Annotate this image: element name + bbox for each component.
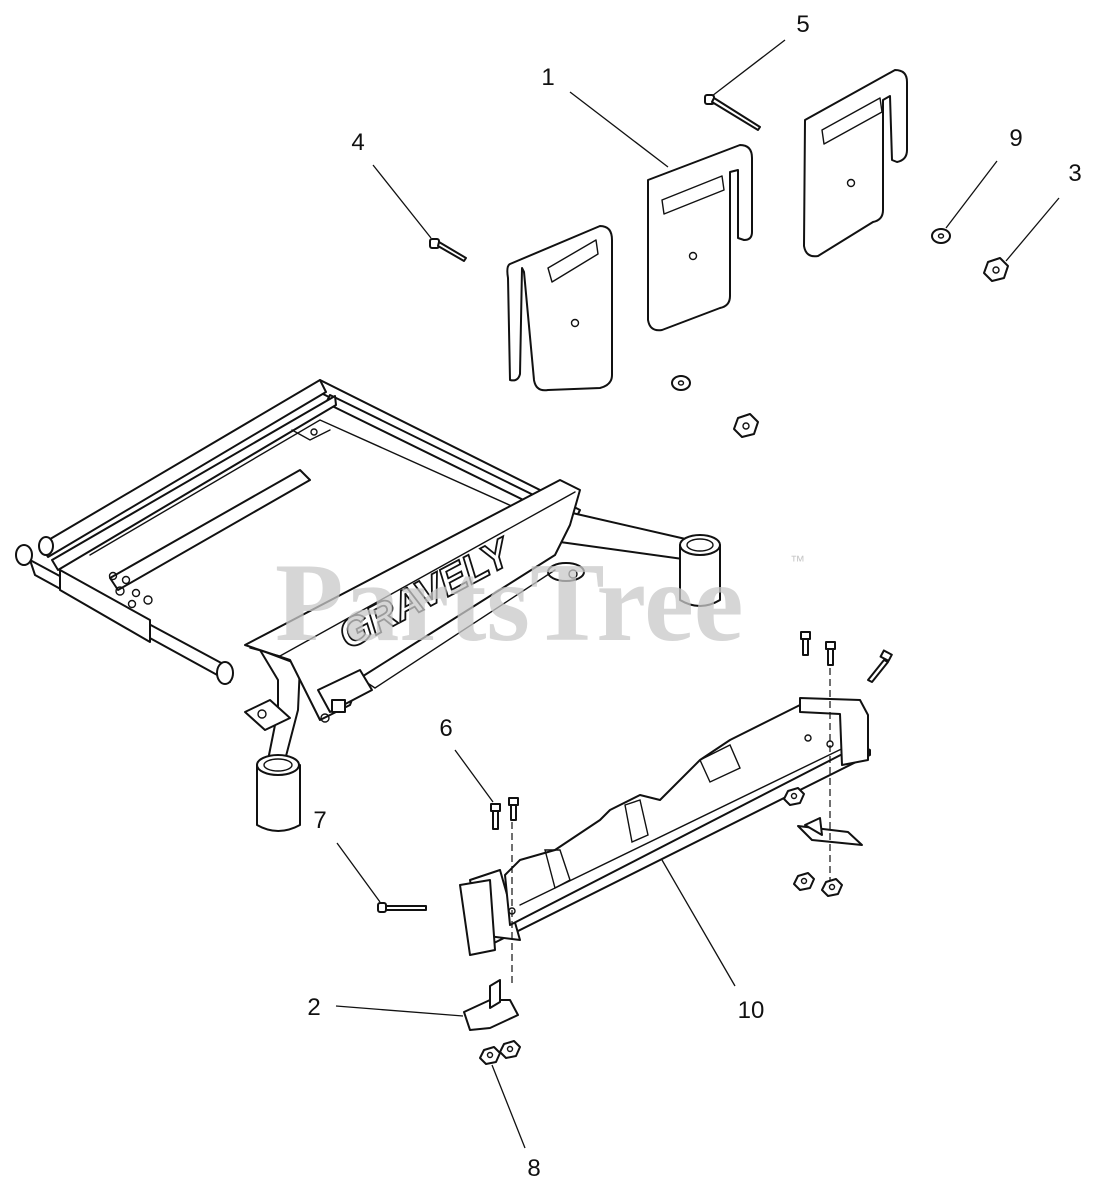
leader-lines [335,39,1060,1149]
deck-hanger-bracket [459,697,871,1031]
callout-5: 5 [796,11,809,38]
lock-nut-3-right [983,257,1009,282]
lock-nut-8-b [499,1040,521,1059]
callout-6: 6 [439,715,452,742]
lock-nut-rear-c [821,878,843,897]
weight-plate-left [506,225,613,392]
lock-nut-rear-a [783,787,805,806]
lock-nut-3-left [733,413,759,438]
hex-bolt-rear-2 [825,641,836,666]
callout-10: 10 [738,997,765,1024]
callout-2: 2 [307,994,320,1021]
carriage-bolt-5 [704,94,761,131]
callout-8: 8 [527,1155,540,1182]
weight-plate-middle [647,144,753,332]
hex-bolt-rear-1 [800,631,811,656]
hex-bolt-6-right [508,797,519,821]
flat-washer-9-right [931,228,951,244]
weight-plate-right [803,69,908,258]
mower-frame: GRAVELY [15,379,721,832]
watermark: PartsTree ™ [275,541,805,665]
callout-1: 1 [541,64,554,91]
callout-3: 3 [1068,160,1081,187]
carriage-bolt-7 [377,902,427,913]
watermark-trademark: ™ [790,553,805,570]
callout-labels: 1 2 3 4 5 6 7 8 9 10 [307,11,1081,1182]
flat-washer-9-left [671,375,691,391]
callout-9: 9 [1009,125,1022,152]
callout-4: 4 [351,129,364,156]
hex-bolt-rear-3 [867,649,893,683]
callout-7: 7 [313,807,326,834]
watermark-text: PartsTree [275,541,744,665]
carriage-bolt-4 [429,238,467,262]
lock-nut-8-a [479,1046,501,1065]
lock-nut-rear-b [793,872,815,891]
hex-bolt-6-left [490,803,501,830]
assembly-centerlines [511,668,831,985]
